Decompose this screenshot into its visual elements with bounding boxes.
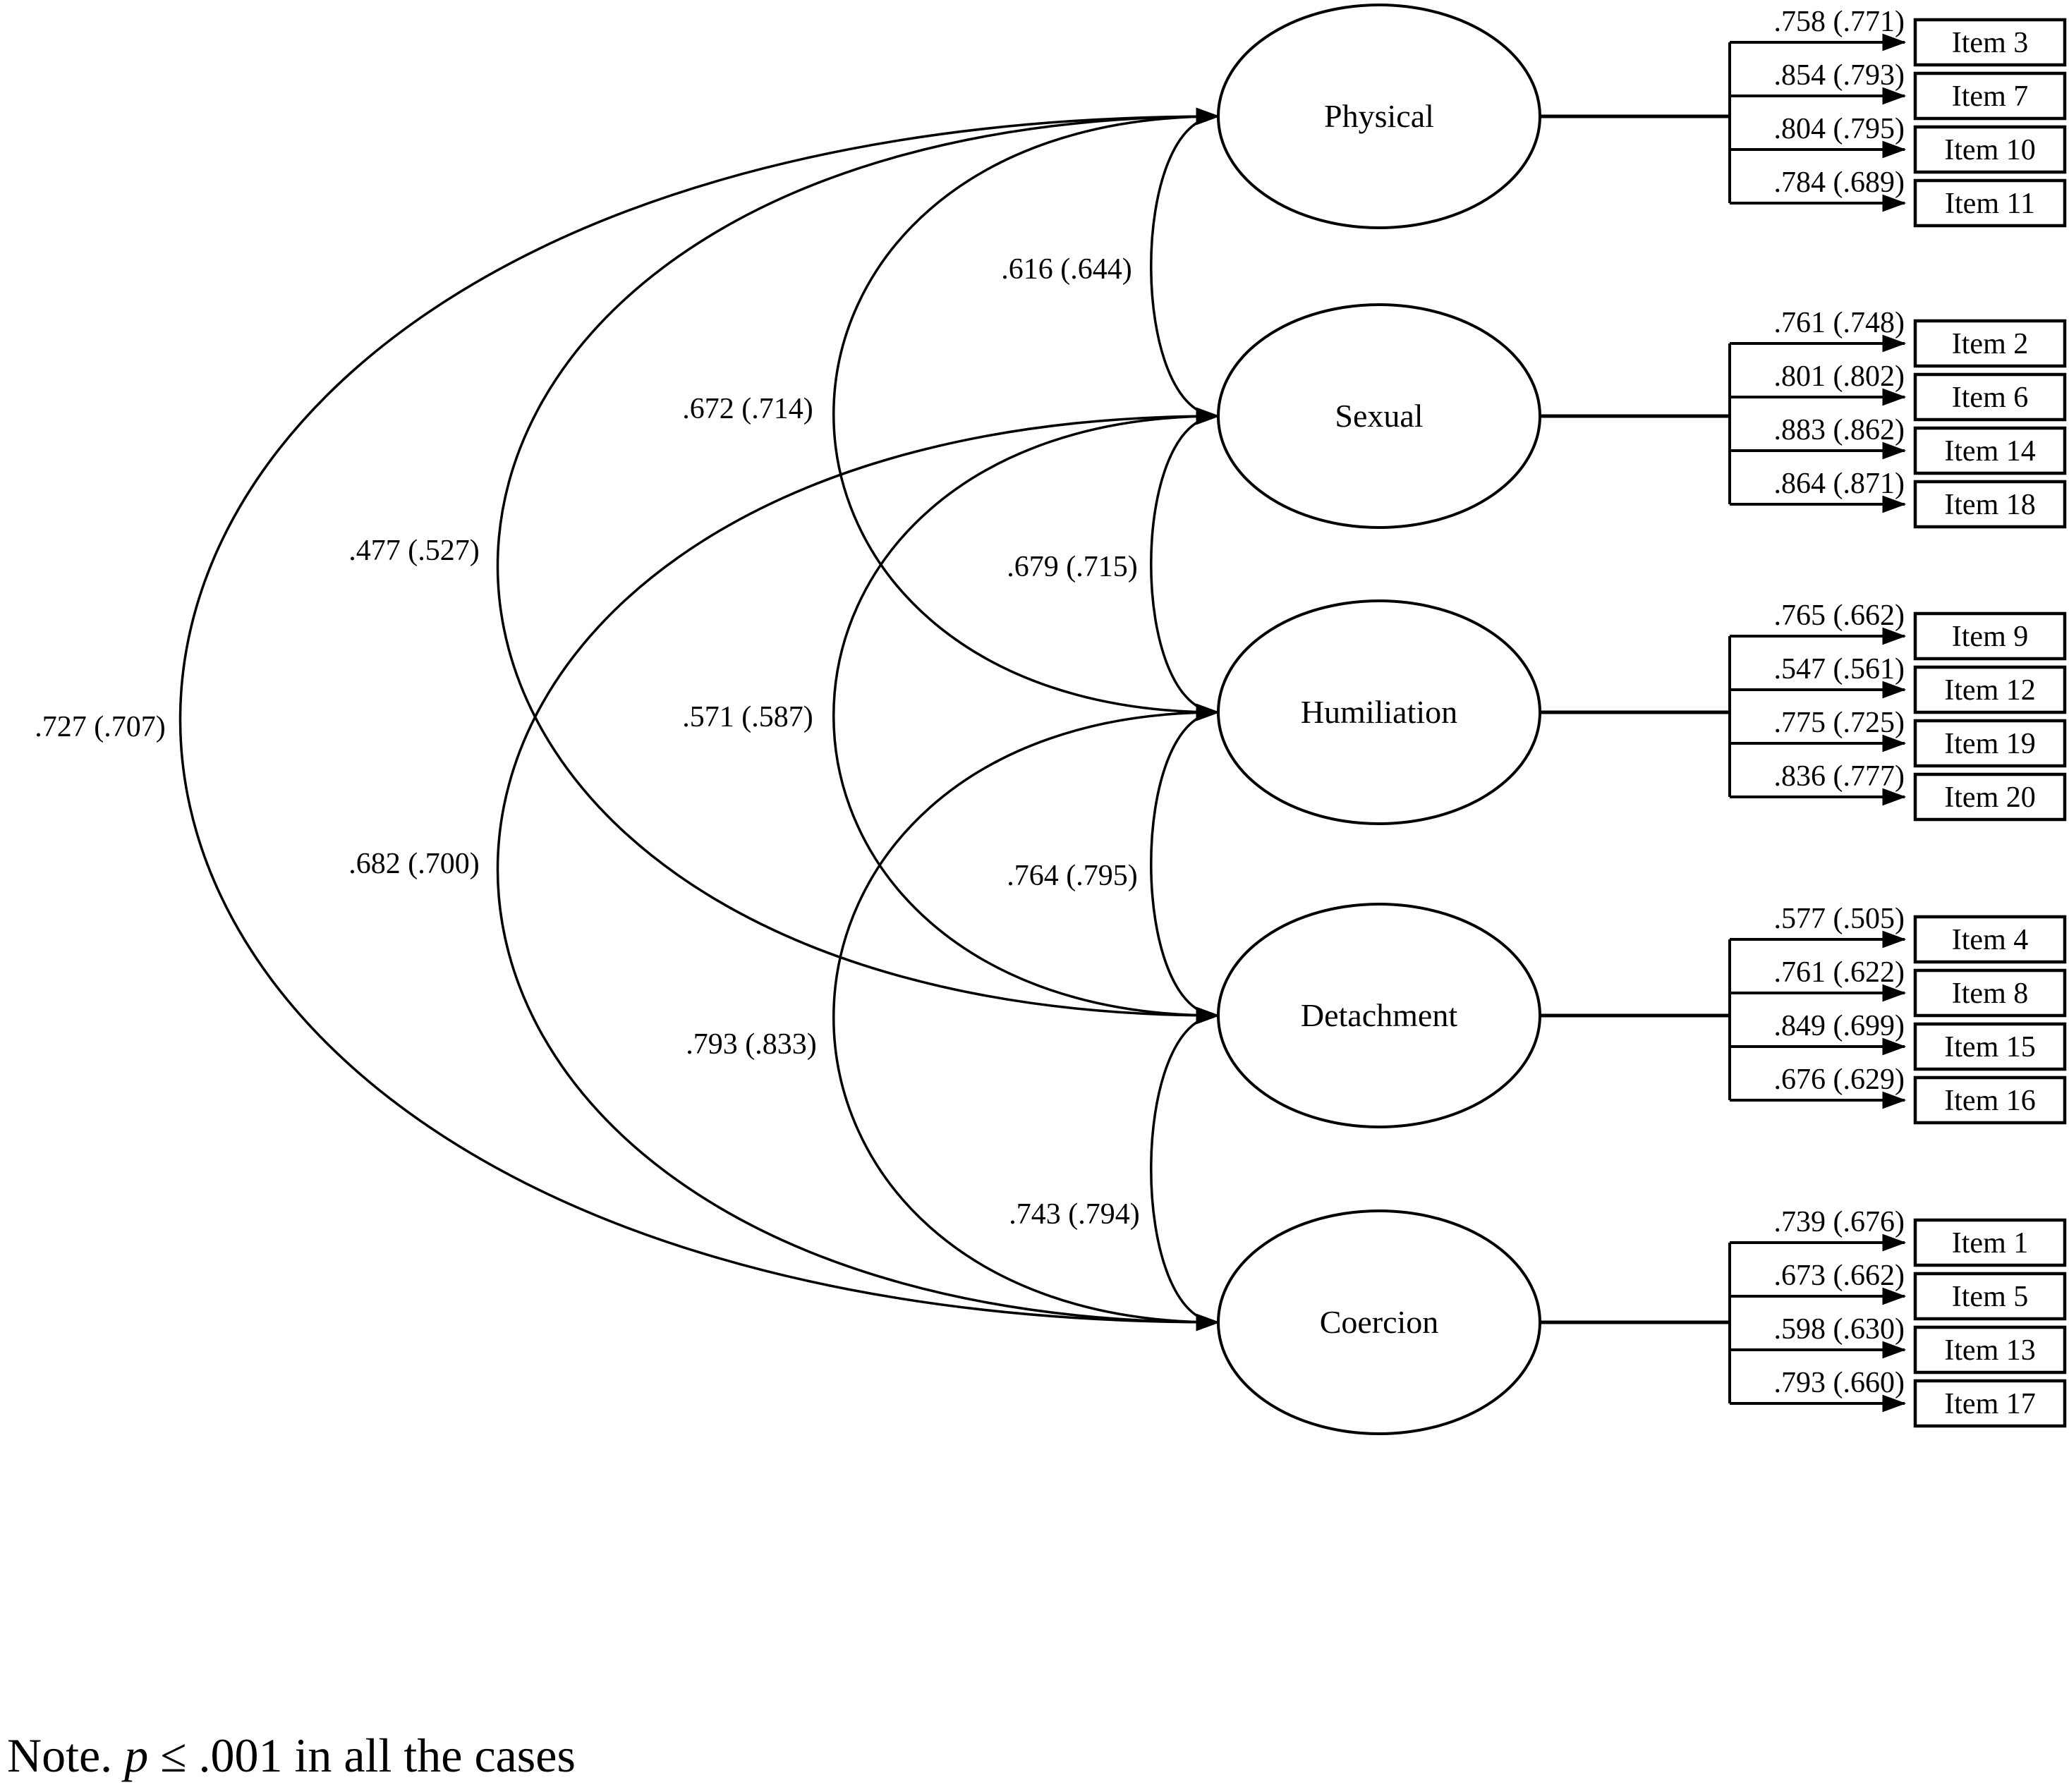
factor-name-physical: Physical <box>1324 98 1434 134</box>
factor-name-humiliation: Humiliation <box>1301 694 1457 730</box>
item-box-label: Item 16 <box>1944 1085 2035 1117</box>
loading-value: .793 (.660) <box>1774 1367 1905 1399</box>
item-box <box>1913 372 2067 422</box>
correlation-arrow-detachment-coercion <box>1150 1006 1220 1331</box>
loading-value: .761 (.622) <box>1774 956 1905 989</box>
item-box-label: Item 8 <box>1952 977 2028 1010</box>
loading-value: .739 (.676) <box>1774 1206 1905 1238</box>
item-box <box>1913 480 2067 529</box>
item-box <box>1913 1379 2067 1428</box>
item-box-label: Item 10 <box>1944 134 2035 166</box>
correlation-value-physical-detachment: .477 (.527) <box>348 535 479 567</box>
item-box-label: Item 11 <box>1945 188 2035 220</box>
loading-value: .836 (.777) <box>1774 760 1905 793</box>
item-box-label: Item 18 <box>1944 489 2035 521</box>
item-box-label: Item 9 <box>1952 621 2028 653</box>
loading-value: .676 (.629) <box>1774 1063 1905 1096</box>
correlation-arrow-physical-coercion <box>178 107 1220 1331</box>
factor-coercion: Coercion .739 (.676) .673 (.662) .598 (.… <box>1217 1206 2067 1435</box>
item-box <box>1913 772 2067 822</box>
note-suffix: ≤ .001 in all the cases <box>148 1729 576 1782</box>
factor-detachment: Detachment .577 (.505) .761 (.622) .849 … <box>1217 903 2067 1128</box>
item-box-label: Item 4 <box>1952 924 2028 956</box>
item-box-label: Item 12 <box>1944 674 2035 707</box>
note-p-symbol: p <box>121 1729 148 1782</box>
correlation-value-physical-coercion: .727 (.707) <box>35 711 165 743</box>
correlation-value-humiliation-coercion: .793 (.833) <box>686 1028 816 1061</box>
correlation-arrows <box>178 107 1220 1331</box>
item-box <box>1913 1325 2067 1375</box>
item-box <box>1913 1075 2067 1125</box>
item-box-label: Item 3 <box>1952 27 2028 59</box>
loading-value: .765 (.662) <box>1774 599 1905 632</box>
correlation-arrow-physical-humiliation <box>832 107 1220 721</box>
correlation-value-sexual-humiliation: .679 (.715) <box>1007 551 1137 583</box>
item-box <box>1913 1218 2067 1267</box>
item-box <box>1913 1022 2067 1071</box>
factor-name-detachment: Detachment <box>1301 997 1457 1033</box>
item-box-label: Item 7 <box>1952 80 2028 113</box>
loading-value: .775 (.725) <box>1774 707 1905 739</box>
factor-name-sexual: Sexual <box>1335 398 1423 434</box>
item-box-label: Item 13 <box>1944 1334 2035 1367</box>
item-box-label: Item 1 <box>1952 1227 2028 1260</box>
item-box-label: Item 5 <box>1952 1281 2028 1313</box>
correlation-arrow-sexual-detachment <box>832 407 1220 1025</box>
item-box-label: Item 6 <box>1952 382 2028 414</box>
correlation-arrow-physical-sexual <box>1150 107 1220 425</box>
item-box <box>1913 719 2067 768</box>
note-prefix: Note. <box>7 1729 124 1782</box>
item-box-label: Item 14 <box>1944 435 2035 468</box>
correlation-arrow-sexual-humiliation <box>1150 407 1220 721</box>
correlation-value-physical-humiliation: .672 (.714) <box>682 393 813 425</box>
figure-note: Note. p ≤ .001 in all the cases <box>7 1729 576 1782</box>
item-box <box>1913 426 2067 475</box>
loading-value: .864 (.871) <box>1774 468 1905 500</box>
item-box <box>1913 665 2067 714</box>
item-box-label: Item 2 <box>1952 328 2028 360</box>
correlation-arrow-physical-detachment <box>496 107 1220 1025</box>
item-box <box>1913 125 2067 174</box>
correlation-arrow-humiliation-detachment <box>1150 703 1220 1025</box>
item-box <box>1913 915 2067 964</box>
correlation-arrow-humiliation-coercion <box>832 703 1220 1331</box>
factor-sexual: Sexual .761 (.748) .801 (.802) .883 (.86… <box>1217 303 2067 529</box>
correlation-value-sexual-coercion: .682 (.700) <box>348 848 479 880</box>
item-box <box>1913 319 2067 368</box>
correlation-value-physical-sexual: .616 (.644) <box>1001 253 1131 286</box>
correlation-labels: .616 (.644) .672 (.714) .477 (.527) .727… <box>35 253 1139 1231</box>
loading-value: .801 (.802) <box>1774 360 1905 393</box>
item-box <box>1913 71 2067 121</box>
correlation-arrow-sexual-coercion <box>496 407 1220 1331</box>
item-box <box>1913 18 2067 67</box>
factor-humiliation: Humiliation .765 (.662) .547 (.561) .775… <box>1217 599 2067 825</box>
loading-value: .598 (.630) <box>1774 1313 1905 1346</box>
item-box-label: Item 19 <box>1944 728 2035 760</box>
item-box-label: Item 15 <box>1944 1031 2035 1063</box>
loading-value: .547 (.561) <box>1774 653 1905 685</box>
correlation-value-sexual-detachment: .571 (.587) <box>682 701 813 733</box>
correlation-value-detachment-coercion: .743 (.794) <box>1009 1198 1139 1231</box>
loading-value: .761 (.748) <box>1774 307 1905 339</box>
loading-value: .804 (.795) <box>1774 113 1905 145</box>
correlation-value-humiliation-detachment: .764 (.795) <box>1007 860 1137 892</box>
loading-value: .577 (.505) <box>1774 903 1905 935</box>
item-box-label: Item 20 <box>1944 781 2035 814</box>
item-box <box>1913 178 2067 228</box>
loading-value: .883 (.862) <box>1774 414 1905 446</box>
loading-value: .784 (.689) <box>1774 166 1905 199</box>
loading-value: .854 (.793) <box>1774 59 1905 92</box>
factor-name-coercion: Coercion <box>1320 1304 1439 1340</box>
item-box <box>1913 611 2067 661</box>
factor-physical: Physical .758 (.771) .854 (.793) .804 (.… <box>1217 4 2067 229</box>
item-box-label: Item 17 <box>1944 1388 2035 1420</box>
loading-value: .849 (.699) <box>1774 1010 1905 1042</box>
item-box <box>1913 1272 2067 1321</box>
item-box <box>1913 968 2067 1018</box>
loading-value: .758 (.771) <box>1774 6 1905 38</box>
loading-value: .673 (.662) <box>1774 1260 1905 1292</box>
